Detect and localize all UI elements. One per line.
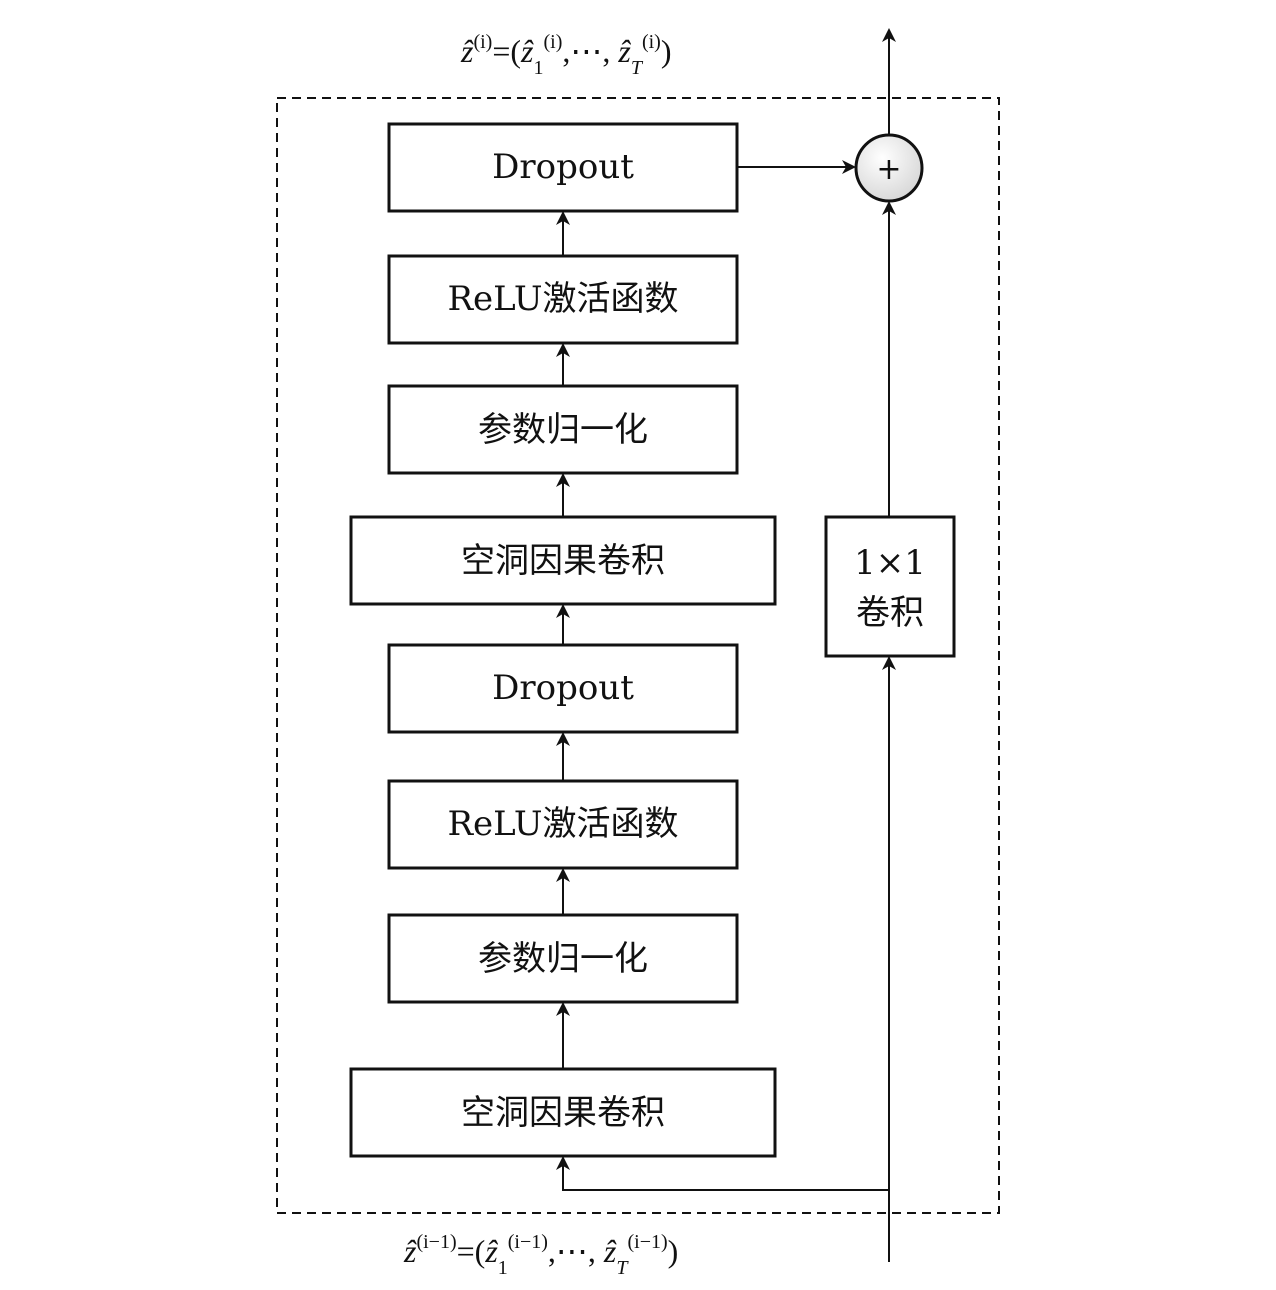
block-dilated-conv-top: 空洞因果卷积: [349, 515, 777, 606]
block-relu-top: ReLU激活函数: [387, 254, 739, 345]
sum-node: +: [854, 133, 924, 203]
block-relu-bottom: ReLU激活函数: [387, 779, 739, 870]
residual-conv-line1: 1×1: [854, 543, 926, 583]
block-weightnorm-bottom-label: 参数归一化: [478, 939, 648, 979]
block-weightnorm-top: 参数归一化: [387, 384, 739, 475]
block-weightnorm-bottom: 参数归一化: [387, 913, 739, 1004]
block-dropout-top-label: Dropout: [492, 147, 634, 187]
block-dropout-top: Dropout: [387, 122, 739, 213]
sum-symbol: +: [876, 152, 901, 187]
block-weightnorm-top-label: 参数归一化: [478, 410, 648, 450]
residual-block-frame: [276, 97, 1000, 1214]
block-dilated-conv-bottom: 空洞因果卷积: [349, 1067, 777, 1158]
arrow-input-to-conv-bottom: [556, 1156, 889, 1191]
block-residual-conv: 1×1 卷积: [824, 515, 956, 658]
block-dilated-conv-bottom-label: 空洞因果卷积: [461, 1093, 665, 1133]
block-dilated-conv-top-label: 空洞因果卷积: [461, 541, 665, 581]
block-relu-bottom-label: ReLU激活函数: [447, 804, 678, 844]
output-formula: ẑ(i)=(ẑ1(i),⋯, ẑT(i)): [460, 31, 672, 79]
block-relu-top-label: ReLU激活函数: [447, 279, 678, 319]
block-dropout-bottom-label: Dropout: [492, 668, 634, 708]
block-dropout-bottom: Dropout: [387, 643, 739, 734]
input-formula: ẑ(i−1)=(ẑ1(i−1),⋯, ẑT(i−1)): [403, 1231, 678, 1279]
residual-conv-line2: 卷积: [856, 593, 924, 633]
